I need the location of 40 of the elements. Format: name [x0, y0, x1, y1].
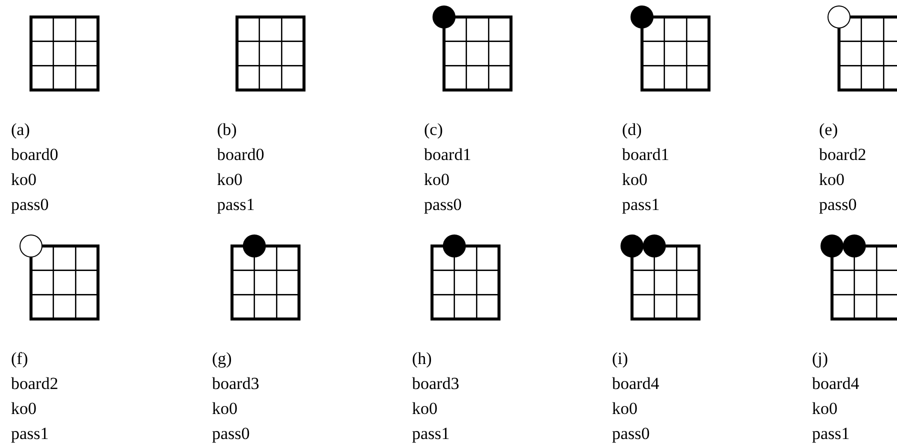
panel-label: (h): [412, 349, 432, 369]
caption-text: board2: [819, 145, 866, 165]
caption-text: board1: [424, 145, 472, 165]
panel-label: (a): [11, 120, 30, 140]
caption-text: board4: [612, 374, 660, 394]
caption-text: ko0: [812, 399, 838, 419]
caption-text: pass0: [424, 195, 462, 215]
caption-text: ko0: [11, 170, 36, 190]
caption-text: ko0: [212, 399, 238, 419]
caption-text: pass1: [217, 195, 255, 215]
panel-label: (g): [212, 349, 232, 369]
panel-label: (f): [11, 349, 28, 369]
panel-label: (d): [622, 120, 642, 140]
caption-text: pass0: [612, 424, 650, 444]
caption-text: board0: [11, 145, 58, 165]
caption-text: board0: [217, 145, 264, 165]
caption-text: pass1: [412, 424, 450, 444]
caption-text: ko0: [11, 399, 36, 419]
caption-text: ko0: [412, 399, 438, 419]
caption-text: ko0: [622, 170, 648, 190]
panel-label: (c): [424, 120, 443, 140]
caption-text: pass1: [622, 195, 660, 215]
caption-text: ko0: [612, 399, 638, 419]
caption-text: ko0: [819, 170, 844, 190]
caption-text: pass0: [212, 424, 250, 444]
panel-label: (e): [819, 120, 838, 140]
panel-label: (i): [612, 349, 628, 369]
caption-text: pass0: [819, 195, 857, 215]
caption-text: board4: [812, 374, 860, 394]
caption-text: pass1: [11, 424, 49, 444]
caption-text: board1: [622, 145, 670, 165]
caption-text: pass1: [812, 424, 850, 444]
caption-text: board2: [11, 374, 58, 394]
caption-text: board3: [212, 374, 260, 394]
panel-label: (j): [812, 349, 828, 369]
panel-label: (b): [217, 120, 237, 140]
caption-text: board3: [412, 374, 460, 394]
caption-text: ko0: [217, 170, 242, 190]
caption-text: pass0: [11, 195, 49, 215]
caption-text: ko0: [424, 170, 450, 190]
